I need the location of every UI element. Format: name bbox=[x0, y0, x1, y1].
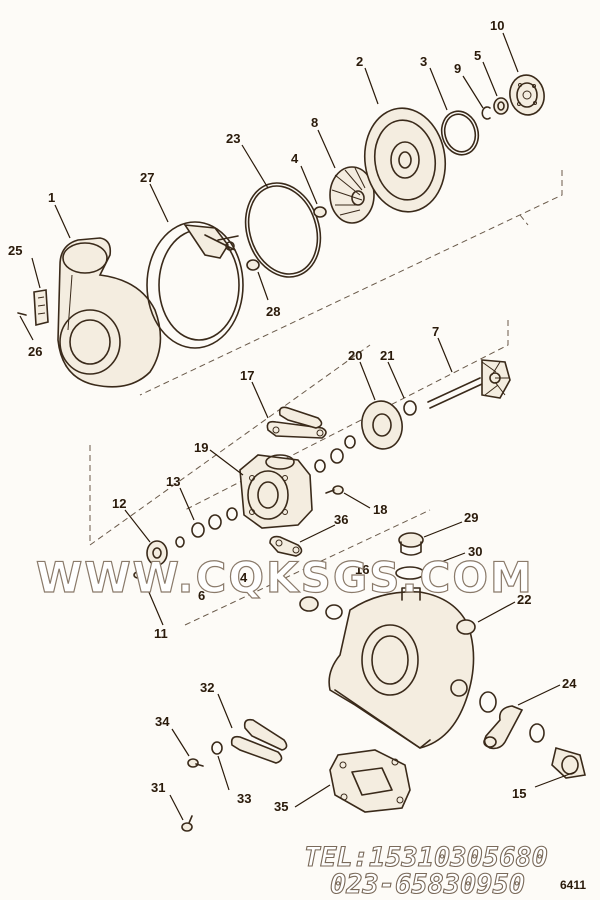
callout-25: 25 bbox=[8, 243, 22, 258]
compressor-housing-part-1 bbox=[57, 237, 162, 388]
gasket-part-36 bbox=[269, 535, 303, 557]
callout-26: 26 bbox=[28, 344, 42, 359]
callout-3: 3 bbox=[420, 54, 427, 69]
backplate-part-2 bbox=[363, 107, 447, 213]
link-bar-part-17 bbox=[266, 406, 327, 439]
callout-27: 27 bbox=[140, 170, 154, 185]
watermark-text: WWW.CQKSGS.COM bbox=[36, 553, 534, 602]
callout-labels: 1 2 3 4 4 5 6 7 8 9 10 11 12 13 15 16 17… bbox=[8, 18, 577, 814]
bolt-part-18 bbox=[325, 485, 344, 495]
callout-32: 32 bbox=[200, 680, 214, 695]
screw-part-34 bbox=[187, 758, 204, 768]
callout-13: 13 bbox=[166, 474, 180, 489]
turbine-housing-part-22 bbox=[328, 587, 476, 749]
snap-ring-part-9 bbox=[481, 106, 491, 120]
fitting-part-16 bbox=[299, 596, 343, 620]
callout-34: 34 bbox=[155, 714, 170, 729]
callout-2: 2 bbox=[356, 54, 363, 69]
assembly-guide-lines bbox=[89, 170, 563, 626]
callout-8: 8 bbox=[311, 115, 318, 130]
nut-part-28 bbox=[246, 259, 260, 271]
tag-plate-part-25 bbox=[33, 289, 49, 327]
screw-part-11 bbox=[133, 571, 148, 587]
callout-7: 7 bbox=[432, 324, 439, 339]
callout-6: 6 bbox=[198, 588, 205, 603]
leader-lines bbox=[19, 32, 576, 821]
thrust-collar-part-12 bbox=[146, 540, 168, 566]
o-ring-part-30 bbox=[395, 566, 425, 580]
sleeve-part-5 bbox=[493, 97, 509, 115]
callout-30: 30 bbox=[468, 544, 482, 559]
callout-36: 36 bbox=[334, 512, 348, 527]
callout-5: 5 bbox=[474, 48, 481, 63]
piston-ring-part-21 bbox=[403, 400, 417, 416]
callout-4-lower: 4 bbox=[240, 570, 248, 585]
turbine-shaft-part-7 bbox=[427, 359, 511, 409]
contact-phone: 023-65830950 bbox=[330, 869, 525, 900]
figure-code: 6411 bbox=[560, 878, 586, 892]
callout-12: 12 bbox=[112, 496, 126, 511]
callout-29: 29 bbox=[464, 510, 478, 525]
callout-15: 15 bbox=[512, 786, 526, 801]
callout-4-upper: 4 bbox=[291, 151, 299, 166]
callout-9: 9 bbox=[454, 61, 461, 76]
seal-plate-part-20 bbox=[361, 400, 403, 450]
o-ring-part-3 bbox=[440, 110, 480, 156]
callout-16: 16 bbox=[355, 562, 369, 577]
o-ring-part-23 bbox=[244, 182, 322, 278]
callout-24: 24 bbox=[562, 676, 577, 691]
bearing-rings-part-13 bbox=[175, 507, 238, 548]
callout-18: 18 bbox=[373, 502, 387, 517]
thrust-bearing-part-10 bbox=[509, 74, 545, 116]
washer-part-33 bbox=[211, 741, 223, 755]
link-bar-part-32 bbox=[230, 718, 288, 764]
plug-part-29 bbox=[398, 532, 424, 556]
bearing-rings bbox=[314, 435, 356, 473]
v-band-clamp-part-27 bbox=[146, 221, 244, 349]
contact-tel: TEL:15310305680 bbox=[304, 842, 548, 873]
callout-22: 22 bbox=[517, 592, 531, 607]
callout-20: 20 bbox=[348, 348, 362, 363]
callout-1: 1 bbox=[48, 190, 55, 205]
lock-nut-part-4-upper bbox=[313, 206, 327, 218]
callout-11: 11 bbox=[154, 626, 168, 641]
center-housing-part-19 bbox=[239, 454, 313, 529]
callout-28: 28 bbox=[266, 304, 280, 319]
callout-31: 31 bbox=[151, 780, 165, 795]
callout-35: 35 bbox=[274, 799, 288, 814]
oil-drain-tube-part-24 bbox=[479, 691, 545, 750]
flange-gasket-part-35 bbox=[329, 749, 411, 813]
banjo-bolt-part-15 bbox=[551, 746, 586, 779]
callout-19: 19 bbox=[194, 440, 208, 455]
screw-part-26 bbox=[17, 312, 27, 316]
screw-part-31 bbox=[181, 815, 193, 832]
callout-10: 10 bbox=[490, 18, 504, 33]
compressor-wheel-part-8 bbox=[329, 166, 375, 224]
callout-17: 17 bbox=[240, 368, 254, 383]
callout-23: 23 bbox=[226, 131, 240, 146]
callout-33: 33 bbox=[237, 791, 251, 806]
callout-21: 21 bbox=[380, 348, 394, 363]
